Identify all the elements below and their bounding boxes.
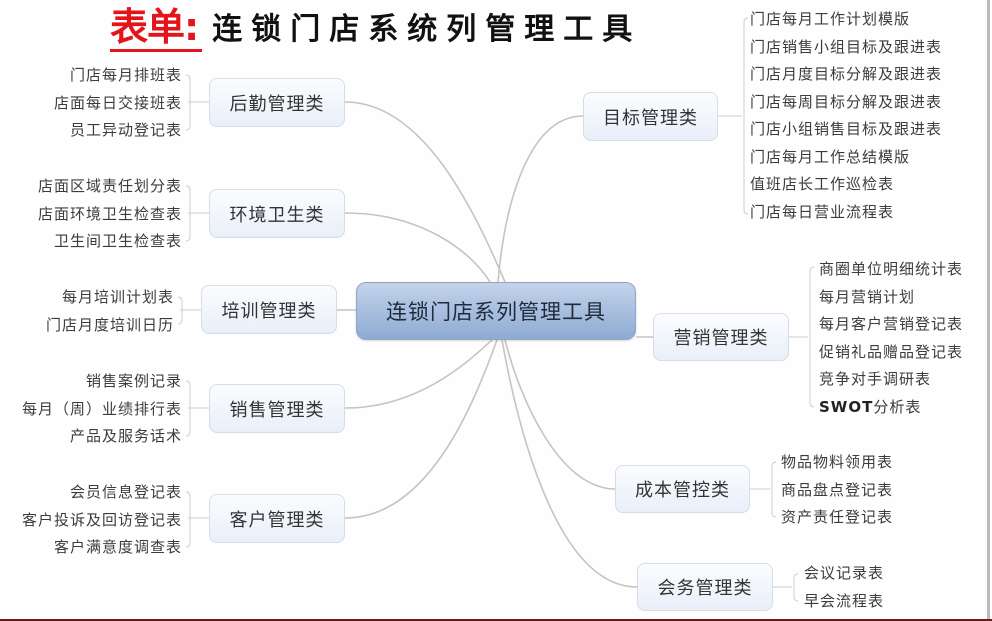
leaf-item[interactable]: 物品物料领用表 — [781, 453, 894, 471]
leaf-item[interactable]: 促销礼品赠品登记表 — [819, 342, 964, 361]
leaf-item[interactable]: 商圈单位明细统计表 — [819, 260, 964, 278]
center-node[interactable]: 连锁门店系列管理工具 — [356, 282, 636, 340]
leaf-item[interactable]: 客户投诉及回访登记表 — [21, 510, 182, 529]
leaf-item[interactable]: 产品及服务话术 — [69, 427, 182, 445]
leaf-group-meeting: 会议记录表 早会流程表 — [804, 560, 884, 615]
leaf-item[interactable]: 竞争对手调研表 — [819, 370, 932, 388]
leaf-item[interactable]: 会员信息登记表 — [69, 483, 182, 501]
leaf-item[interactable]: 店面区域责任划分表 — [37, 177, 182, 195]
title-prefix: 表单: — [110, 5, 203, 52]
leaf-group-marketing: 商圈单位明细统计表 每月营销计划 每月客户营销登记表 促销礼品赠品登记表 竞争对… — [819, 256, 963, 421]
leaf-item[interactable]: 店面每日交接班表 — [53, 93, 182, 112]
branch-node-sales[interactable]: 销售管理类 — [209, 384, 345, 433]
leaf-item[interactable]: 门店月度目标分解及跟进表 — [750, 65, 943, 83]
branch-node-marketing[interactable]: 营销管理类 — [653, 313, 789, 361]
leaf-item-swot[interactable]: SWOT分析表 — [819, 394, 963, 422]
leaf-item[interactable]: 会议记录表 — [804, 564, 885, 582]
leaf-item[interactable]: 每月培训计划表 — [61, 288, 174, 306]
leaf-group-customer: 会员信息登记表 客户投诉及回访登记表 客户满意度调查表 — [22, 479, 182, 562]
leaf-item[interactable]: 客户满意度调查表 — [53, 538, 182, 556]
leaf-item[interactable]: 门店每周目标分解及跟进表 — [750, 92, 943, 111]
leaf-item[interactable]: 销售案例记录 — [85, 372, 182, 390]
leaf-group-logistics: 门店每月排班表 店面每日交接班表 员工异动登记表 — [54, 62, 182, 145]
branch-node-target[interactable]: 目标管理类 — [583, 92, 718, 141]
branch-node-environment[interactable]: 环境卫生类 — [209, 189, 345, 238]
leaf-item[interactable]: 门店每月工作计划模版 — [750, 10, 911, 28]
branch-node-logistics[interactable]: 后勤管理类 — [209, 78, 345, 127]
leaf-item[interactable]: 每月（周）业绩排行表 — [21, 399, 182, 418]
swot-rest-text: 分析表 — [873, 397, 922, 416]
leaf-item[interactable]: 每月客户营销登记表 — [819, 315, 964, 333]
branch-node-cost[interactable]: 成本管控类 — [615, 465, 750, 513]
right-border-line — [987, 0, 990, 621]
bottom-border-line — [0, 619, 992, 621]
leaf-item[interactable]: 门店月度培训日历 — [45, 315, 174, 334]
leaf-group-training: 每月培训计划表 门店月度培训日历 — [46, 284, 174, 339]
leaf-item[interactable]: 门店每月工作总结模版 — [750, 147, 911, 166]
leaf-item[interactable]: 卫生间卫生检查表 — [53, 232, 182, 250]
branch-node-training[interactable]: 培训管理类 — [201, 285, 337, 334]
leaf-item[interactable]: 门店小组销售目标及跟进表 — [750, 120, 943, 138]
leaf-group-cost: 物品物料领用表 商品盘点登记表 资产责任登记表 — [781, 449, 893, 532]
title-main: 连锁门店系统列管理工具 — [212, 12, 642, 47]
leaf-item[interactable]: 员工异动登记表 — [69, 121, 182, 139]
leaf-item[interactable]: 店面环境卫生检查表 — [37, 204, 182, 223]
page-title: 表单: 连锁门店系统列管理工具 — [110, 4, 641, 52]
swot-bold-text: SWOT — [819, 397, 874, 416]
leaf-item[interactable]: 门店销售小组目标及跟进表 — [750, 37, 943, 56]
leaf-item[interactable]: 门店每月排班表 — [69, 66, 182, 84]
leaf-group-sales: 销售案例记录 每月（周）业绩排行表 产品及服务话术 — [22, 368, 182, 451]
leaf-group-environment: 店面区域责任划分表 店面环境卫生检查表 卫生间卫生检查表 — [38, 173, 182, 256]
leaf-item[interactable]: 每月营销计划 — [819, 287, 916, 306]
leaf-item[interactable]: 值班店长工作巡检表 — [750, 175, 895, 193]
leaf-group-target: 门店每月工作计划模版 门店销售小组目标及跟进表 门店月度目标分解及跟进表 门店每… — [750, 6, 942, 226]
leaf-item[interactable]: 早会流程表 — [804, 591, 885, 610]
leaf-item[interactable]: 商品盘点登记表 — [781, 480, 894, 499]
branch-node-customer[interactable]: 客户管理类 — [209, 494, 345, 543]
leaf-item[interactable]: 门店每日营业流程表 — [750, 202, 895, 221]
leaf-item[interactable]: 资产责任登记表 — [781, 508, 894, 526]
branch-node-meeting[interactable]: 会务管理类 — [637, 563, 773, 611]
